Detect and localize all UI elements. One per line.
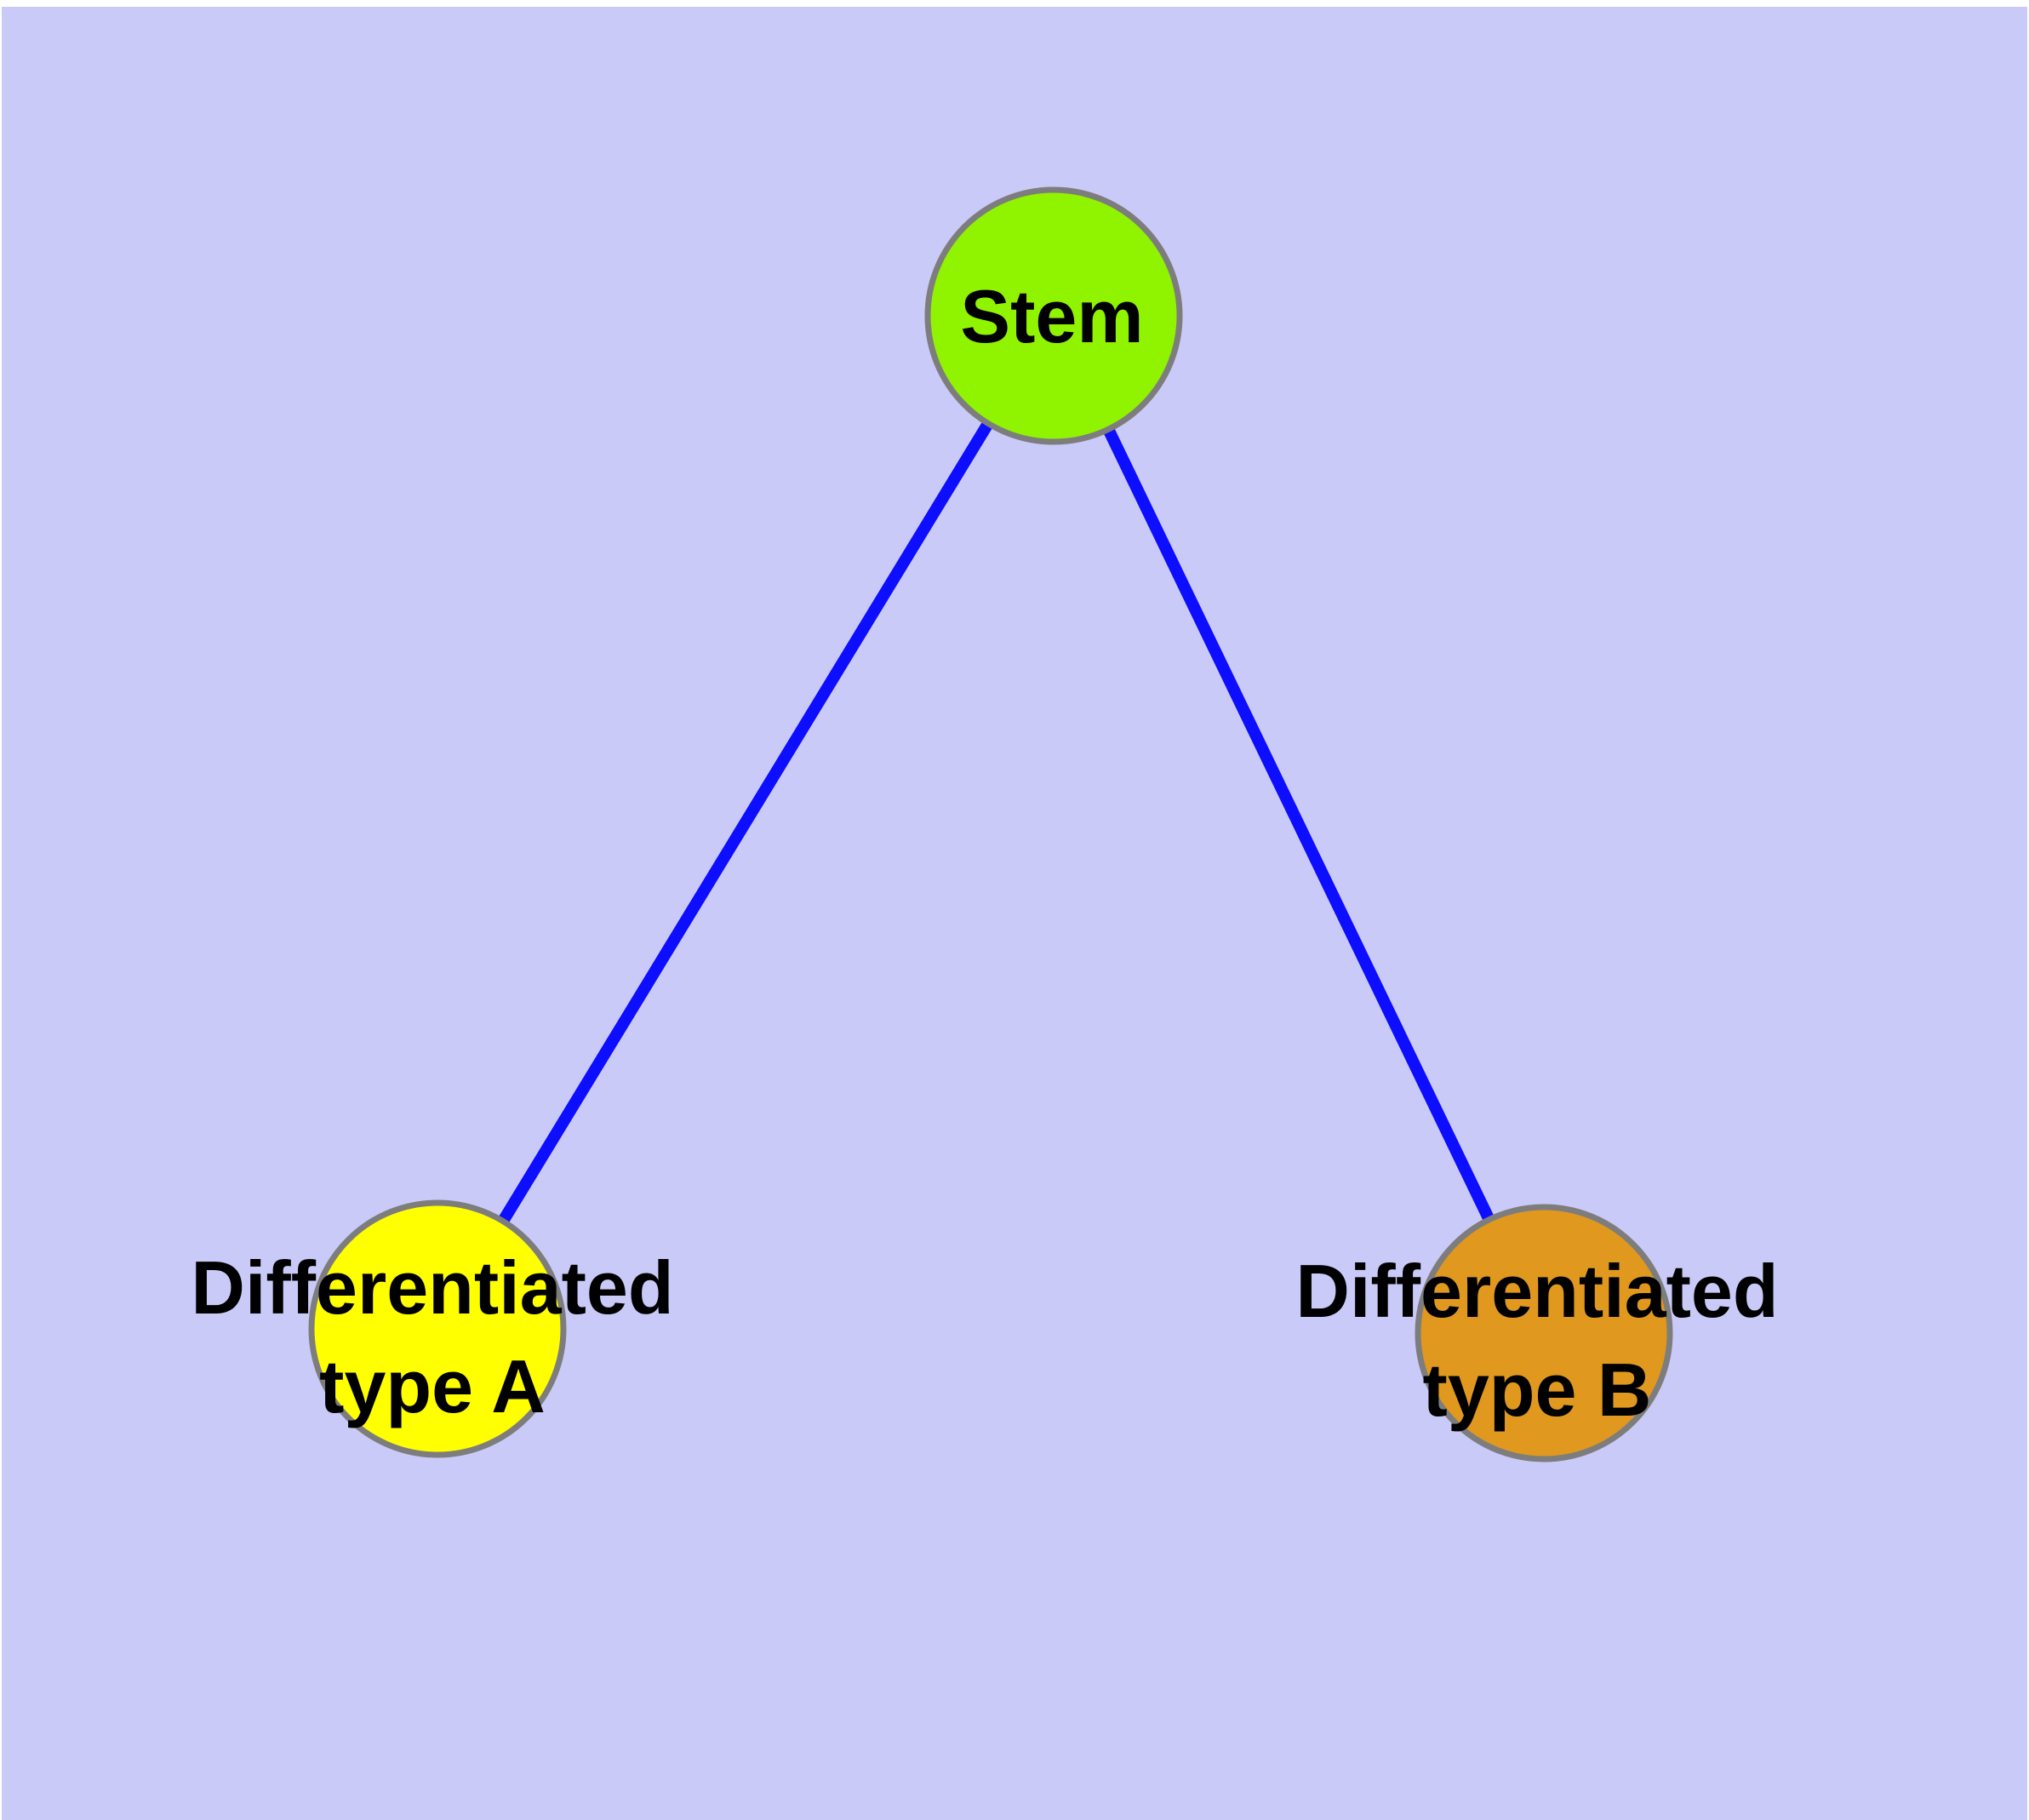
type-b-node-label-line1: Differentiated [1295, 1249, 1778, 1333]
type-a-node-label-line2: type A [319, 1344, 546, 1428]
stem-node [924, 186, 1183, 445]
type-b-node-label-line2: type B [1423, 1348, 1652, 1432]
type-b-node [1415, 1204, 1673, 1462]
stem-node-label: Stem [960, 274, 1143, 358]
type-a-node [308, 1199, 567, 1458]
edge-stem-to-type-b [1048, 312, 1550, 1336]
edge-stem-to-type-a [432, 312, 1059, 1332]
type-a-node-label-line1: Differentiated [191, 1245, 673, 1330]
